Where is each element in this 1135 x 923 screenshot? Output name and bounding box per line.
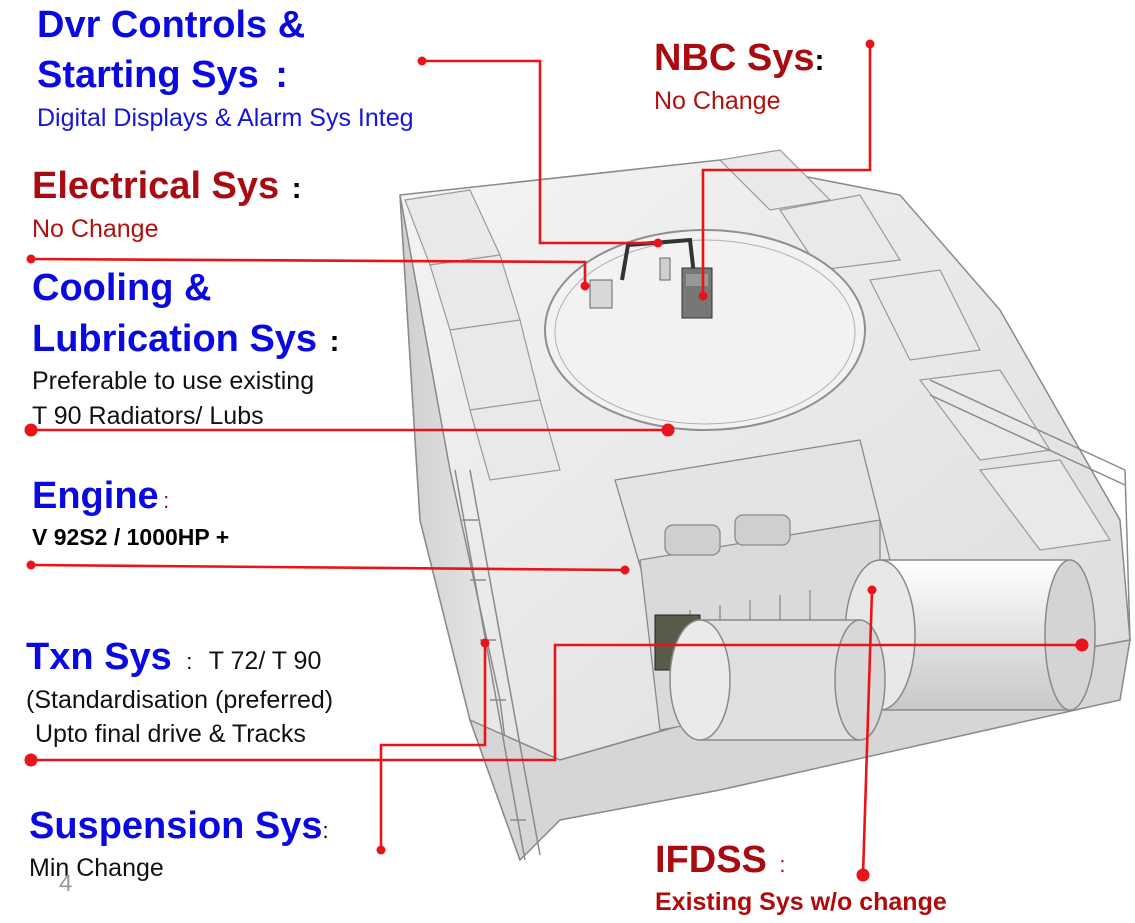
leader-engine xyxy=(30,563,626,572)
leader-dvr xyxy=(422,59,658,245)
cooling-title-line1: Cooling & xyxy=(32,267,212,309)
cooling-title-line2: Lubrication Sys : xyxy=(32,320,340,358)
nbc-colon: : xyxy=(814,44,825,77)
suspension-title: Suspension Sys: xyxy=(29,807,329,845)
engine-title-text: Engine xyxy=(32,475,159,517)
gearbox-left xyxy=(669,619,886,741)
electrical-title-text: Electrical Sys xyxy=(32,165,280,207)
nbc-subtitle: No Change xyxy=(654,87,781,115)
dot-cooling-start xyxy=(24,423,38,437)
dvr-title-line2: Starting Sys : xyxy=(37,56,288,94)
dot-engine-end xyxy=(620,565,630,575)
dot-engine-start xyxy=(26,560,36,570)
dot-txn-start xyxy=(24,753,38,767)
right-fender-boxes xyxy=(718,149,1111,551)
leader-nbc xyxy=(701,44,872,296)
dot-suspension-end xyxy=(480,638,490,648)
ifdss-title-text: IFDSS xyxy=(655,839,767,881)
nbc-title: NBC Sys: xyxy=(654,39,825,77)
dvr-title-line1: Dvr Controls & xyxy=(37,4,306,46)
leader-suspension xyxy=(379,643,487,850)
ifdss-subtitle: Existing Sys w/o change xyxy=(655,888,947,916)
cooling-colon: : xyxy=(329,325,340,358)
turret-ring xyxy=(544,229,866,431)
guard-rail-left xyxy=(454,469,541,861)
engine-colon: : xyxy=(163,488,170,513)
ifdss-title: IFDSS : xyxy=(655,841,785,879)
dot-suspension-start xyxy=(376,845,386,855)
dot-txn-end xyxy=(1075,638,1089,652)
leader-ifdss xyxy=(861,589,874,876)
dot-electrical-end xyxy=(580,281,590,291)
txn-title: Txn Sys : T 72/ T 90 xyxy=(26,638,321,676)
engine-subtitle: V 92S2 / 1000HP + xyxy=(32,524,230,550)
cooling-subtitle-line2: T 90 Radiators/ Lubs xyxy=(32,402,264,430)
page-number: 4 xyxy=(59,870,73,897)
dot-dvr-start xyxy=(417,56,427,66)
suspension-colon: : xyxy=(322,818,329,843)
dot-nbc-end xyxy=(698,291,708,301)
leader-txn xyxy=(31,643,1082,762)
left-fender-boxes xyxy=(404,189,561,481)
txn-inline: T 72/ T 90 xyxy=(208,647,322,675)
dot-electrical-start xyxy=(26,254,36,264)
dot-ifdss-end xyxy=(867,585,877,595)
dot-nbc-start xyxy=(865,39,875,49)
cooling-title-text: Lubrication Sys xyxy=(32,318,318,360)
engine-title: Engine : xyxy=(32,477,169,515)
dvr-colon: : xyxy=(275,54,288,96)
suspension-title-text: Suspension Sys xyxy=(29,805,323,847)
dot-cooling-end xyxy=(661,423,675,437)
txn-subtitle-line1: (Standardisation (preferred) xyxy=(26,686,334,714)
guard-rail-right xyxy=(929,379,1131,641)
dot-ifdss-start xyxy=(856,868,870,882)
dvr-title-text: Starting Sys xyxy=(37,54,259,96)
cooling-subtitle-line1: Preferable to use existing xyxy=(32,367,315,395)
electrical-colon: : xyxy=(291,172,302,205)
txn-title-text: Txn Sys xyxy=(26,636,172,678)
suspension-subtitle: Min Change xyxy=(29,854,164,882)
ifdss-colon: : xyxy=(779,852,786,877)
txn-colon: : xyxy=(186,649,193,674)
leader-electrical xyxy=(30,257,587,286)
dot-dvr-end xyxy=(653,238,663,248)
nbc-title-text: NBC Sys xyxy=(654,37,815,79)
electrical-subtitle: No Change xyxy=(32,215,159,243)
txn-subtitle-line2: Upto final drive & Tracks xyxy=(35,720,306,748)
electrical-title: Electrical Sys : xyxy=(32,167,302,205)
dvr-subtitle: Digital Displays & Alarm Sys Integ xyxy=(37,104,414,132)
